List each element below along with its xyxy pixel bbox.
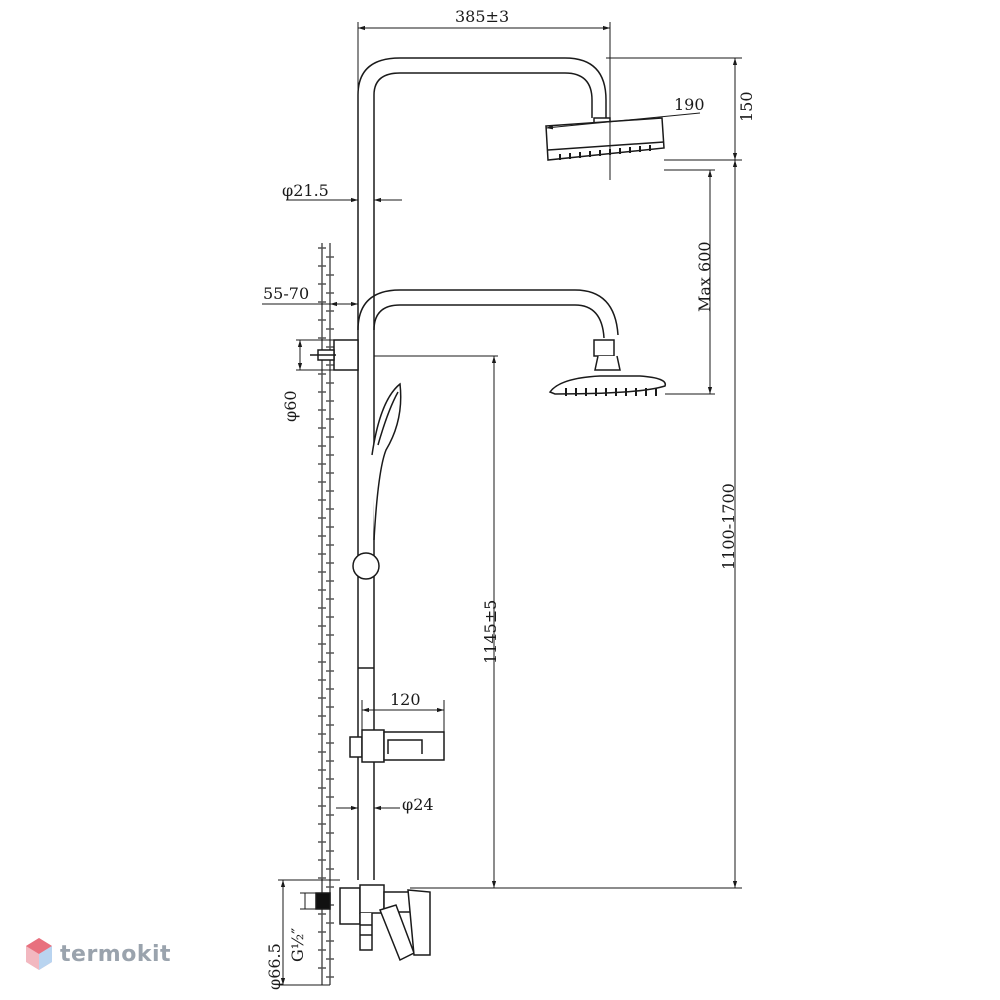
termokit-logo-icon bbox=[26, 938, 52, 970]
dim-rail-diameter: φ24 bbox=[402, 795, 434, 814]
soap-shelf bbox=[349, 729, 445, 763]
hand-shower bbox=[352, 382, 402, 580]
dim-total-height: 1100-1700 bbox=[719, 483, 738, 570]
dim-top-width: 385±3 bbox=[455, 7, 509, 26]
top-shower-head-upper bbox=[545, 117, 665, 161]
dim-thread: G½″ bbox=[288, 928, 307, 962]
top-shower-head-lower bbox=[548, 339, 667, 396]
termokit-brand-text: termokit bbox=[60, 942, 172, 967]
dim-head-height: 150 bbox=[737, 91, 756, 122]
dim-pipe-diameter: φ21.5 bbox=[282, 181, 329, 200]
dimension-lines bbox=[262, 22, 742, 986]
dim-max-slide: Max 600 bbox=[695, 241, 714, 312]
dim-flange-diameter: φ66.5 bbox=[265, 943, 284, 990]
dim-outlet-height: 1145±5 bbox=[481, 600, 500, 664]
wall-bracket bbox=[310, 339, 359, 371]
dim-head-diameter: 190 bbox=[674, 95, 705, 114]
dim-wall-offset: 55-70 bbox=[263, 284, 309, 303]
dim-bracket-diameter: φ60 bbox=[281, 390, 300, 422]
dim-shelf-width: 120 bbox=[390, 690, 421, 709]
mixer-valve bbox=[315, 884, 431, 962]
